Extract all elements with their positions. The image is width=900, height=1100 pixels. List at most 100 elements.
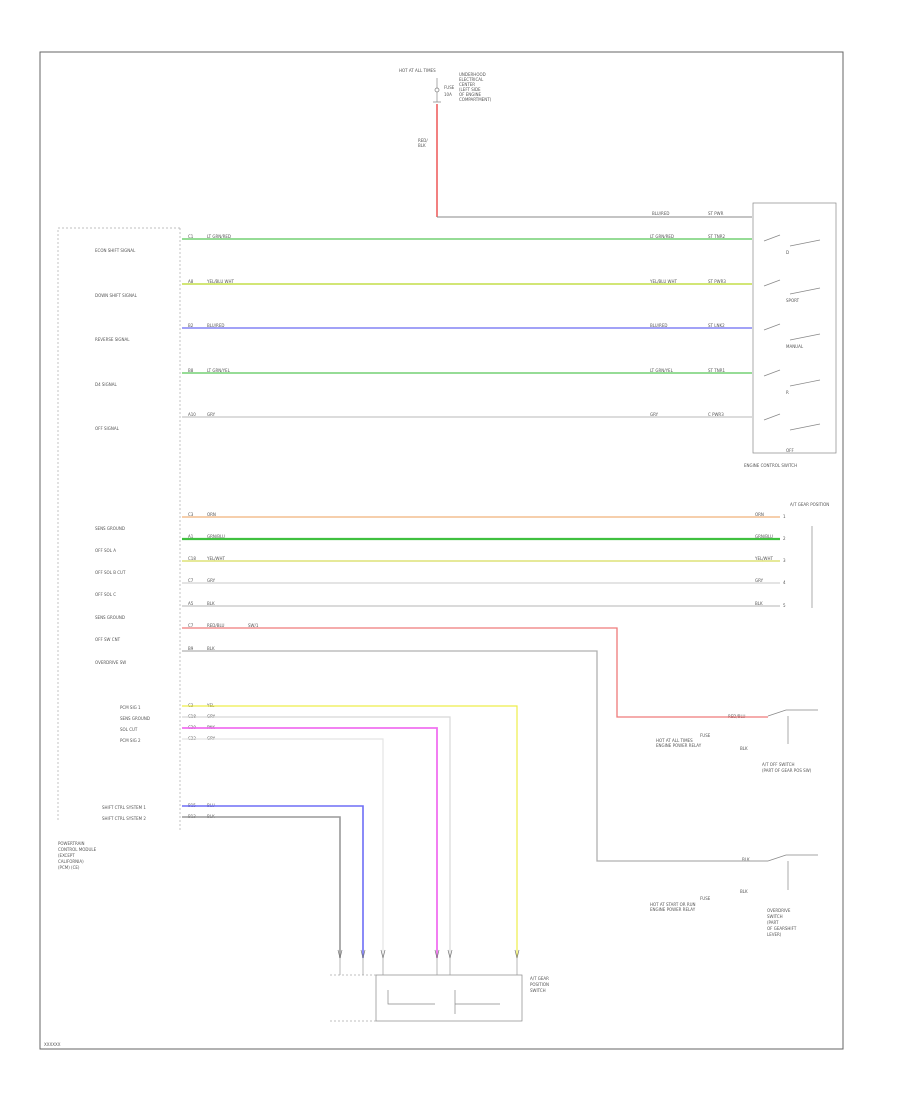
overdrive-switch-wire: BLK	[742, 857, 750, 862]
fuse-wire-color: RED/	[418, 138, 428, 143]
circuit-label: SHIFT CTRL SYSTEM 1	[102, 805, 146, 810]
wires-layer: ECON SHIFT SIGNAL C1 LT GRN/RED LT GRN/RED S…	[95, 234, 786, 975]
feed-pin: ST PWR	[708, 211, 724, 216]
fuse-icon	[434, 87, 440, 93]
circuit-color: YEL/BLU WHT	[206, 279, 234, 284]
off-switch-gnd: BLK	[740, 746, 748, 751]
circuit-pin: C7	[188, 623, 194, 628]
engine-control-switch	[752, 202, 837, 454]
circuit-label: SENS GROUND	[120, 716, 150, 721]
circuit-label: ECON SHIFT SIGNAL	[95, 248, 136, 253]
circuit-label: PCM SIG 2	[120, 738, 141, 743]
off-switch-fuse: FUSE	[700, 733, 711, 738]
circuit-label: SHIFT CTRL SYSTEM 2	[102, 816, 146, 821]
circuit-wire	[182, 727, 438, 958]
circuit-color: BLK	[207, 601, 215, 606]
switch-position: D	[786, 250, 789, 255]
circuit-color: ORN	[207, 512, 216, 517]
circuit-pin: A8	[188, 279, 194, 284]
circuit-label: REVERSE SIGNAL	[95, 337, 130, 342]
circuit-label: OFF SW CNT	[95, 637, 121, 642]
overdrive-switch-name: LEVER)	[767, 932, 782, 937]
circuit-pin-right: ST LNK2	[708, 323, 725, 328]
circuit-color: YEL/WHT	[206, 556, 226, 561]
module-label-line: (PCM) (CE)	[58, 865, 80, 870]
circuit-color: GRY	[207, 578, 216, 583]
overdrive-switch: BLK HOT AT START OR RUN ENGINE POWER REL…	[650, 854, 818, 937]
gear-connector-label: A/T GEAR POSITION	[790, 502, 829, 507]
circuit-color: LT GRN/YEL	[207, 368, 231, 373]
fuse-name: FUSE	[444, 85, 455, 90]
module-label-line: CALIFORNIA)	[58, 859, 84, 864]
circuit-color: GRY	[207, 412, 216, 417]
off-switch-name: (PART OF GEAR POS SW)	[762, 768, 812, 773]
overdrive-switch-location: HOT AT START OR RUN	[650, 902, 696, 907]
circuit-color-right: LT GRN/YEL	[650, 368, 674, 373]
position-switch-label: A/T GEAR	[530, 976, 549, 981]
module-label-line: CONTROL MODULE	[58, 847, 97, 852]
fuse-location-line: (LEFT SIDE	[459, 87, 481, 92]
circuit-pin-right: C PWR3	[708, 412, 724, 417]
circuit-color: BLK	[207, 646, 215, 651]
overdrive-switch-gnd: BLK	[740, 889, 748, 894]
position-switch-label: SWITCH	[530, 988, 546, 993]
fuse-location-line: ELECTRICAL	[459, 77, 484, 82]
overdrive-switch-location: ENGINE POWER RELAY	[650, 907, 696, 912]
circuit-wire	[182, 705, 518, 958]
circuit-pin-right: 1	[783, 514, 786, 519]
circuit-color: SW/1	[248, 623, 259, 628]
position-switch-box	[375, 974, 523, 1022]
circuit-pin: C1	[188, 234, 194, 239]
overdrive-switch-name: OVERDRIVE	[767, 908, 791, 913]
off-switch-location: ENGINE POWER RELAY	[656, 743, 702, 748]
switch-position: R	[786, 390, 789, 395]
circuit-pin: B8	[188, 368, 194, 373]
switch-position: SPORT	[786, 298, 800, 303]
overdrive-switch-fuse: FUSE	[700, 896, 711, 901]
circuit-pin-right: 5	[783, 603, 786, 608]
circuit-label: D4 SIGNAL	[95, 382, 117, 387]
circuit-wire	[182, 627, 768, 718]
off-switch-name: A/T OFF SWITCH	[762, 762, 795, 767]
module-label-line: (EXCEPT	[58, 853, 75, 858]
fuse-location-line: OF ENGINE	[459, 92, 482, 97]
position-switch-outline	[330, 974, 376, 1022]
fuse-rating: 10A	[444, 92, 452, 97]
fuse-location-line: UNDERHOOD	[459, 72, 486, 77]
circuit-pin: A1	[188, 534, 194, 539]
circuit-wire	[182, 738, 384, 958]
footer-code: XXXXXX	[44, 1042, 61, 1047]
engine-control-switch-title: ENGINE CONTROL SWITCH	[744, 463, 797, 468]
fuse-wire-color: BLK	[418, 143, 426, 148]
circuit-color-right: YEL/BLU WHT	[649, 279, 677, 284]
module-label: POWERTRAIN CONTROL MODULE (EXCEPT CALIFO…	[58, 841, 97, 870]
circuit-label: OFF SOL B CUT	[95, 570, 126, 575]
circuit-color-right: LT GRN/RED	[650, 234, 674, 239]
circuit-pin-right: ST TNR2	[708, 234, 725, 239]
circuit-color: LT GRN/RED	[207, 234, 231, 239]
circuit-color: RED/BLU	[207, 623, 225, 628]
circuit-pin-right: 2	[783, 536, 786, 541]
circuit-pin: A10	[188, 412, 196, 417]
circuit-color-right: GRY	[755, 578, 764, 583]
circuit-pin: C7	[188, 578, 194, 583]
off-switch: RED/BLU HOT AT ALL TIMES ENGINE POWER RE…	[656, 709, 818, 773]
circuit-wire	[182, 716, 451, 958]
fuse-location-line: COMPARTMENT)	[459, 97, 492, 102]
circuit-pin: C3	[188, 512, 194, 517]
circuit-pin-right: ST TNR1	[708, 368, 725, 373]
circuit-label: DOWN SHIFT SIGNAL	[95, 293, 138, 298]
circuit-label: OVERDRIVE SW	[95, 660, 126, 665]
module-outline	[57, 227, 181, 830]
circuit-pin: A5	[188, 601, 194, 606]
circuit-color-right: ORN	[755, 512, 764, 517]
circuit-label: SENS GROUND	[95, 615, 125, 620]
circuit-color-right: GRN/BLU	[755, 534, 773, 539]
fuse-location-line: CENTER	[459, 82, 475, 87]
circuit-color-right: BLU/RED	[650, 323, 667, 328]
circuit-color-right: BLK	[755, 601, 763, 606]
circuit-pin-right: ST PWR3	[708, 279, 726, 284]
overdrive-switch-name: OF GEARSHIFT	[767, 926, 797, 931]
feed-color: BLU/RED	[652, 211, 669, 216]
